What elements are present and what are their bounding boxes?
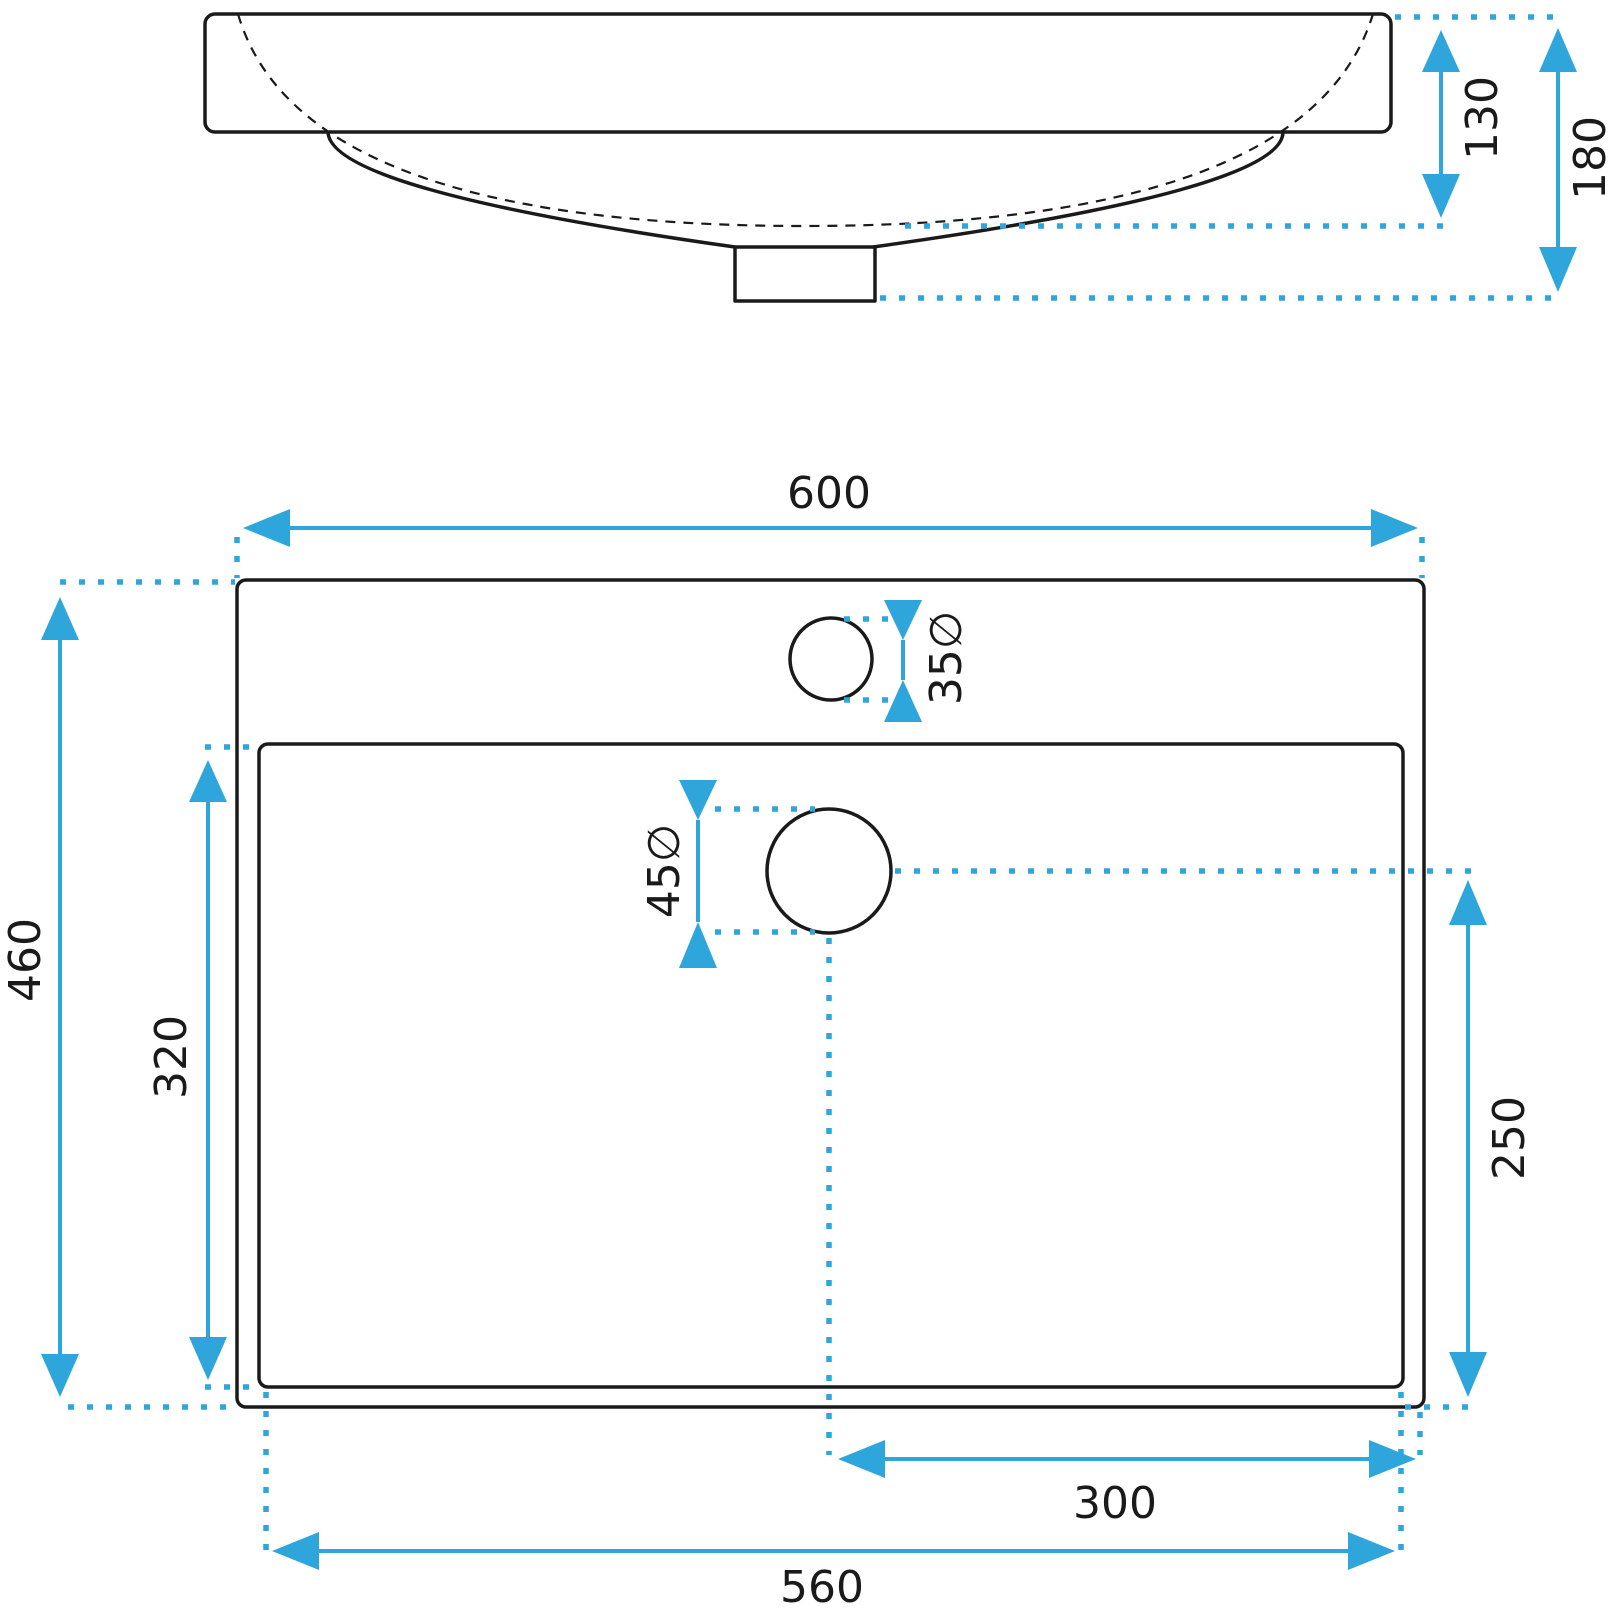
drain-hole: [765, 807, 893, 935]
basin-bowl-underside: [326, 131, 1285, 249]
arrowhead-right: [1369, 1440, 1416, 1478]
dimension-180: 180: [1539, 28, 1608, 292]
arrowhead-down: [884, 600, 922, 640]
drain-outlet-profile: [733, 245, 877, 303]
dimension-130: 130: [1422, 30, 1508, 218]
arrowhead-up: [884, 680, 922, 722]
dimension-label-35-diameter: 35∅: [921, 611, 972, 705]
arrowhead-down: [189, 1337, 227, 1380]
basin-outer-rim: [235, 578, 1426, 1409]
dimension-label-560: 560: [780, 1562, 864, 1608]
dimension-label-250: 250: [1484, 1096, 1535, 1180]
tap-hole: [788, 616, 874, 702]
arrowhead-down: [41, 1354, 79, 1397]
dimension-label-180: 180: [1565, 116, 1608, 200]
arrowhead-up: [189, 760, 227, 802]
basin-rim-profile: [203, 12, 1393, 134]
arrowhead-left: [272, 1532, 319, 1570]
arrowhead-up: [1422, 30, 1460, 72]
arrowhead-up: [41, 597, 79, 640]
arrowhead-down: [679, 780, 717, 820]
dimension-label-45-diameter: 45∅: [639, 824, 690, 918]
basin-inner-bowl-hidden-line: [236, 13, 1375, 228]
dimension-tap-hole-diameter: 35∅: [884, 600, 972, 722]
arrowhead-left: [243, 509, 290, 547]
dimension-300: 300: [838, 1440, 1416, 1529]
dimension-label-600: 600: [787, 468, 871, 519]
dimension-drain-diameter: 45∅: [639, 780, 717, 968]
dimension-label-460: 460: [0, 918, 51, 1002]
arrowhead-up: [679, 922, 717, 968]
arrowhead-down: [1422, 174, 1460, 218]
dimension-460: 460: [0, 597, 79, 1397]
arrowhead-left: [838, 1440, 885, 1478]
side-view: 130 180: [203, 12, 1608, 303]
arrowhead-up: [1539, 28, 1577, 72]
dimension-560: 560: [272, 1532, 1395, 1608]
dimension-320: 320: [146, 760, 227, 1380]
arrowhead-down: [1539, 247, 1577, 292]
top-view: 600 460 320 250 300: [0, 468, 1535, 1608]
dimension-label-300: 300: [1073, 1478, 1157, 1529]
dimension-250: 250: [1449, 880, 1535, 1397]
dimension-label-130: 130: [1457, 76, 1508, 160]
dimension-label-320: 320: [146, 1015, 197, 1099]
dimension-600: 600: [243, 468, 1418, 547]
arrowhead-right: [1348, 1532, 1395, 1570]
arrowhead-down: [1449, 1352, 1487, 1397]
basin-bowl-outline: [257, 742, 1405, 1389]
arrowhead-right: [1371, 509, 1418, 547]
arrowhead-up: [1449, 880, 1487, 925]
